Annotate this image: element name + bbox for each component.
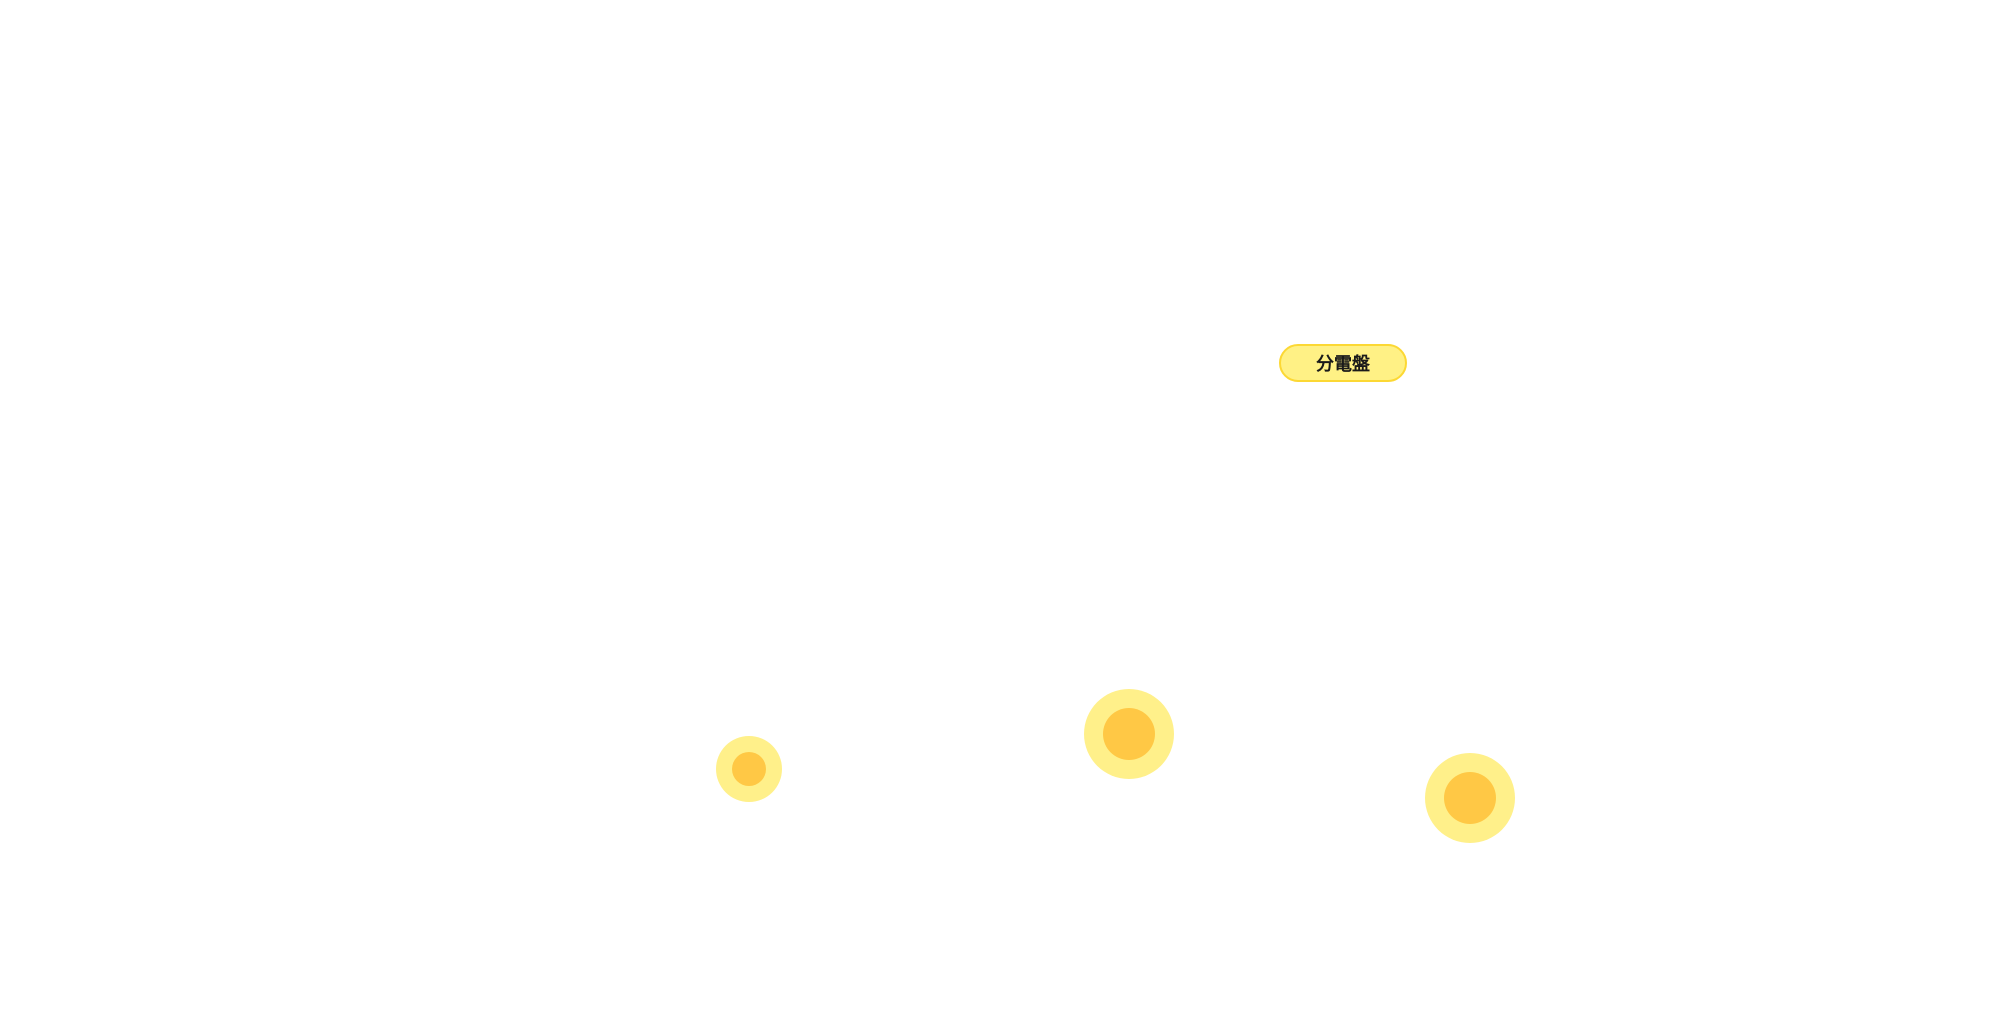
- hotspot-marker-2[interactable]: [1084, 689, 1174, 779]
- hotspot-marker-icon: [1444, 772, 1496, 824]
- hotspot-marker-icon: [1103, 708, 1155, 760]
- hotspot-marker-3[interactable]: [1425, 753, 1515, 843]
- hotspot-marker-icon: [732, 752, 766, 786]
- hotspot-marker-1[interactable]: [716, 736, 782, 802]
- distribution-board-label[interactable]: 分電盤: [1279, 344, 1407, 382]
